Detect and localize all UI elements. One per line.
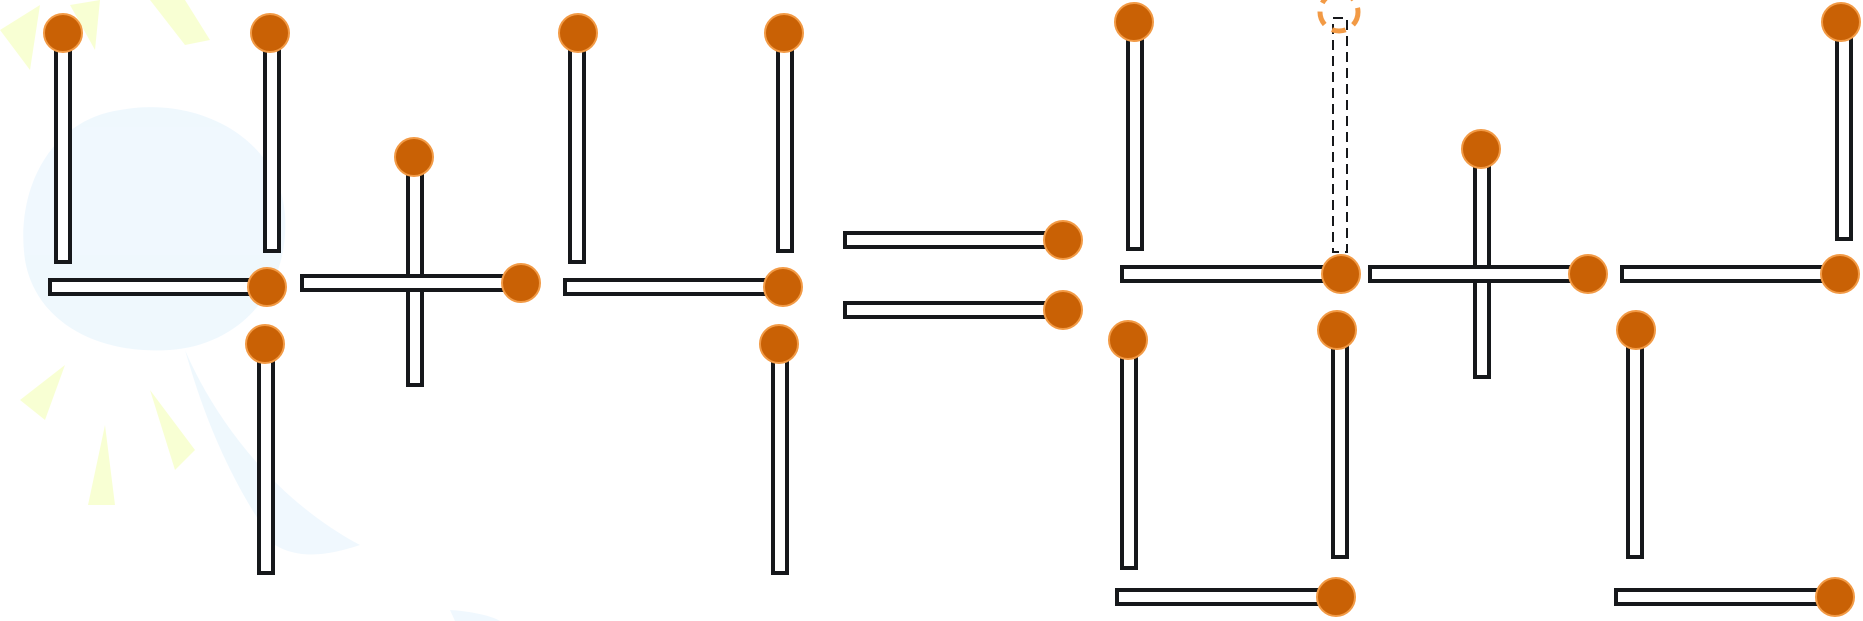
matchstick[interactable] [843, 220, 1083, 260]
match-head-icon [1815, 577, 1855, 617]
matchstick[interactable] [1368, 254, 1608, 294]
matchstick[interactable] [1108, 320, 1148, 570]
match-head-icon [1316, 577, 1356, 617]
matchstick[interactable] [250, 13, 290, 253]
matchstick[interactable] [563, 267, 803, 307]
matchstick[interactable] [48, 267, 287, 307]
matchstick[interactable] [43, 13, 83, 264]
answer-digit-one [1108, 0, 1361, 617]
match-head-icon [1114, 2, 1154, 42]
matchstick[interactable] [843, 290, 1083, 330]
matchstick[interactable] [558, 13, 598, 264]
plus-sign-right [1368, 129, 1608, 379]
match-head-icon [763, 267, 803, 307]
digit-four-right [558, 13, 804, 575]
match-head-icon [1821, 2, 1861, 42]
match-head-icon [43, 13, 83, 53]
match-head-icon [1321, 254, 1361, 294]
match-head-icon [250, 13, 290, 53]
equals-sign [843, 220, 1083, 330]
match-head-icon [501, 263, 541, 303]
plus-sign-left [300, 137, 541, 387]
matchstick[interactable] [1461, 129, 1501, 379]
match-head-icon [245, 324, 285, 364]
matchstick[interactable] [1120, 254, 1361, 294]
matchstick[interactable] [759, 324, 799, 575]
digit-four-left [43, 13, 290, 575]
match-head-icon [1108, 320, 1148, 360]
match-head-icon [1043, 290, 1083, 330]
matchstick[interactable] [1114, 2, 1154, 251]
matchstick[interactable] [1614, 577, 1855, 617]
match-head-icon [1616, 310, 1656, 350]
moved-matchstick-ghost [1317, 0, 1361, 253]
matchstick[interactable] [1620, 254, 1860, 294]
match-head-icon [247, 267, 287, 307]
matchstick[interactable] [1115, 577, 1356, 617]
matchstick[interactable] [1616, 310, 1656, 559]
match-head-icon [394, 137, 434, 177]
matchstick[interactable] [764, 13, 804, 253]
matchstick[interactable] [300, 263, 541, 303]
match-head-icon [1317, 310, 1357, 350]
match-head-icon [1568, 254, 1608, 294]
ghost-match-head-icon [1317, 0, 1361, 34]
matchstick[interactable] [1821, 2, 1861, 241]
match-head-icon [1461, 129, 1501, 169]
match-head-icon [759, 324, 799, 364]
matchstick[interactable] [1317, 310, 1357, 559]
match-head-icon [1043, 220, 1083, 260]
background-decoration [0, 0, 500, 621]
match-head-icon [1820, 254, 1860, 294]
match-head-icon [764, 13, 804, 53]
matchstick[interactable] [245, 324, 285, 575]
match-head-icon [558, 13, 598, 53]
matchstick[interactable] [394, 137, 434, 387]
answer-digit-two [1614, 2, 1861, 617]
